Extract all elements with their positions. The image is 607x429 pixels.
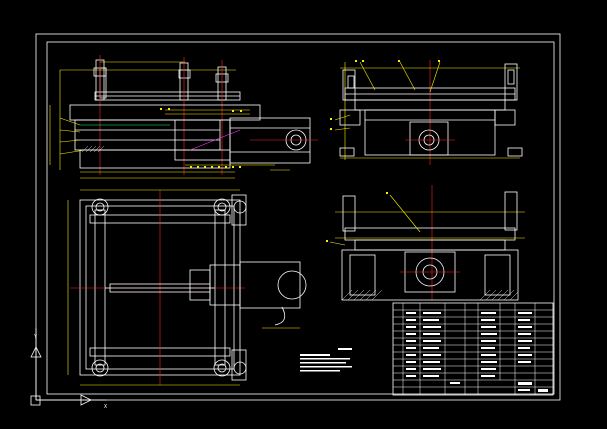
ucs-icon: Y X xyxy=(30,328,107,410)
technical-notes xyxy=(300,348,352,372)
sheet-inner-border xyxy=(46,41,555,395)
side-view-a[interactable] xyxy=(330,60,523,165)
ucs-axis-y-label: Y xyxy=(34,334,37,340)
side-view-b[interactable] xyxy=(326,185,525,301)
ucs-axis-x-label: X xyxy=(104,404,107,410)
front-view[interactable] xyxy=(49,55,318,179)
sheet-outer-border xyxy=(35,33,561,401)
plan-view[interactable] xyxy=(67,189,307,386)
title-block[interactable] xyxy=(392,302,554,396)
